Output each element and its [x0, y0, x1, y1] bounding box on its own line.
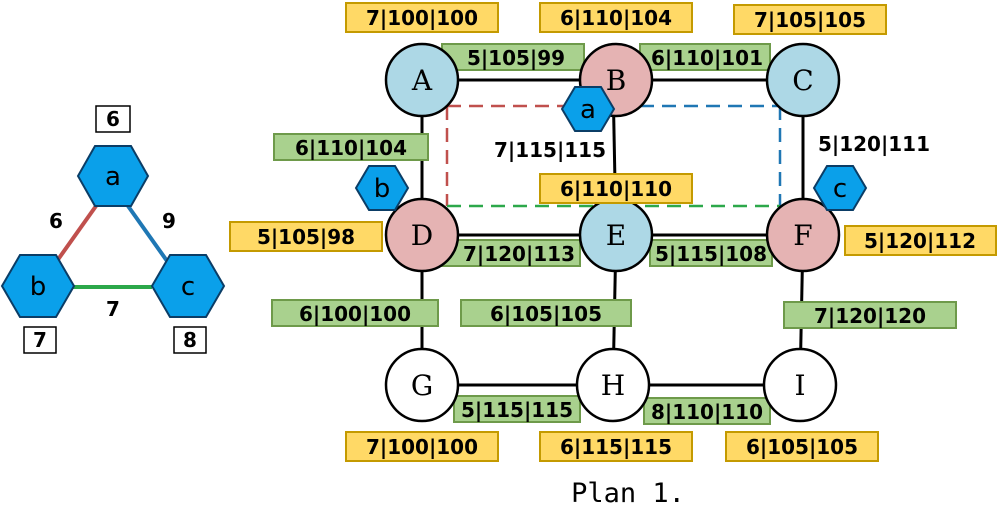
figure-caption: Plan 1. — [571, 478, 685, 509]
node-box-B-text: 6|110|104 — [560, 6, 672, 30]
node-box-I — [725, 431, 879, 462]
node-box-B — [539, 2, 693, 33]
node-A — [384, 42, 460, 118]
node-E-label: E — [606, 219, 626, 252]
edge-label-A-B: 5|105|99 — [467, 46, 565, 70]
node-G — [384, 347, 460, 423]
node-box-D-text: 5|105|98 — [257, 225, 355, 249]
node-box-G-text: 7|100|100 — [366, 435, 478, 459]
node-F — [765, 197, 841, 273]
node-box-F — [844, 225, 997, 256]
edge-label-D-E: 7|120|113 — [463, 242, 575, 266]
edge-label-F-I: 7|120|120 — [814, 304, 926, 328]
legend-link-a-b — [50, 204, 98, 270]
placed-hexagon-c — [812, 165, 868, 211]
node-D — [384, 197, 460, 273]
legend: a b c 6 7 8 6 9 7 — [0, 105, 226, 354]
legend-hexagon-c-label: c — [181, 272, 195, 302]
legend-weight-box-a — [95, 105, 131, 133]
legend-hexagon-a — [76, 145, 150, 207]
edge-label-B-E: 7|115|115 — [494, 138, 606, 162]
node-D-label: D — [411, 219, 433, 252]
node-C — [765, 42, 841, 118]
edge-label-box-F-I — [783, 301, 957, 329]
edge-label-box-G-H — [453, 395, 581, 423]
edge-label-B-C: 6|110|101 — [651, 46, 763, 70]
legend-hexagon-a-label: a — [105, 162, 121, 192]
edge-label-box-D-G — [271, 299, 439, 327]
node-boxes: 7|100|100 6|110|104 7|105|105 5|105|98 6… — [229, 2, 997, 462]
edge-label-box-A-D — [273, 133, 429, 161]
legend-hexagon-c — [150, 254, 226, 318]
legend-hexagon-b — [0, 254, 76, 318]
edge-label-box-H-I — [643, 397, 771, 425]
placed-hexagon-a-label: a — [580, 95, 596, 125]
edge-label-D-G: 6|100|100 — [299, 302, 411, 326]
placed-hexagon-c-label: c — [833, 174, 847, 204]
node-box-H-text: 6|115|115 — [560, 435, 672, 459]
legend-link-a-b-label: 6 — [49, 209, 63, 233]
legend-link-a-c-label: 9 — [162, 209, 176, 233]
legend-link-a-c — [126, 204, 174, 270]
legend-weight-a: 6 — [106, 107, 120, 131]
node-box-A — [345, 2, 499, 33]
node-box-E — [539, 173, 693, 204]
node-B-label: B — [606, 64, 627, 97]
legend-weight-c: 8 — [183, 328, 197, 352]
placed-hexagon-b-label: b — [374, 174, 391, 204]
nodes: A B C D E F G H I — [384, 42, 841, 423]
edge-label-E-H: 6|105|105 — [490, 302, 602, 326]
node-box-F-text: 5|120|112 — [864, 229, 976, 253]
edge-label-H-I: 8|110|110 — [651, 400, 763, 424]
node-box-C — [733, 4, 887, 35]
node-F-label: F — [793, 219, 812, 252]
node-box-I-text: 6|105|105 — [746, 435, 858, 459]
legend-hexagon-b-label: b — [30, 272, 47, 302]
node-box-H — [539, 431, 693, 462]
placed-hexagons: a b c — [354, 86, 868, 211]
edge-label-E-F: 5|115|108 — [655, 242, 767, 266]
edge-label-G-H: 5|115|115 — [461, 398, 573, 422]
node-I — [762, 347, 838, 423]
legend-link-b-c-label: 7 — [106, 297, 120, 321]
legend-weight-b: 7 — [33, 328, 47, 352]
edge-labels: 5|105|99 6|110|101 6|110|104 7|115|115 5… — [271, 43, 957, 425]
node-box-C-text: 7|105|105 — [754, 8, 866, 32]
node-C-label: C — [792, 64, 813, 97]
node-box-G — [345, 431, 499, 462]
node-H — [575, 347, 651, 423]
edge-label-box-E-H — [460, 299, 632, 327]
legend-weight-box-b — [23, 326, 57, 354]
node-H-label: H — [601, 369, 625, 402]
node-I-label: I — [794, 369, 805, 402]
placed-hexagon-b — [354, 165, 410, 211]
node-G-label: G — [411, 369, 433, 402]
node-box-A-text: 7|100|100 — [366, 6, 478, 30]
placed-hexagon-a — [560, 86, 616, 132]
node-box-E-text: 6|110|110 — [560, 177, 672, 201]
edge-label-A-D: 6|110|104 — [295, 136, 407, 160]
legend-weight-box-c — [173, 326, 207, 354]
edge-label-C-F: 5|120|111 — [818, 132, 930, 156]
node-A-label: A — [411, 64, 433, 97]
node-box-D — [229, 221, 383, 252]
